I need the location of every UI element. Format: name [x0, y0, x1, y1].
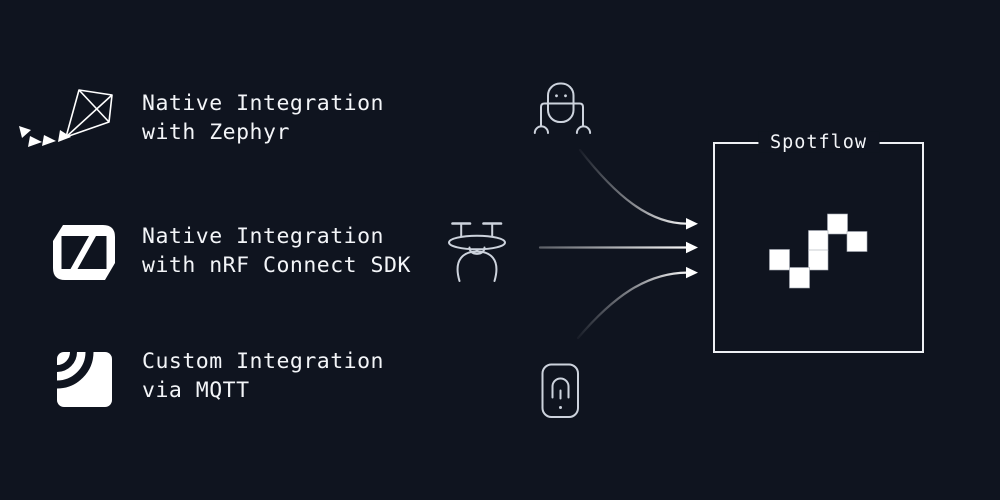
flow-arrows — [538, 148, 698, 340]
spotflow-box-title: Spotflow — [757, 131, 880, 153]
arrow-from-robot — [578, 148, 689, 225]
drone-icon — [448, 222, 506, 282]
integration-row-zephyr: Native Integration with Zephyr — [142, 89, 384, 147]
spotflow-pixel-logo — [769, 213, 868, 289]
smart-doorbell-icon — [541, 363, 579, 418]
arrowhead-middle — [686, 241, 698, 254]
integration-row-mqtt: Custom Integration via MQTT — [142, 347, 384, 405]
mqtt-icon — [57, 352, 112, 407]
zephyr-kite-icon — [19, 89, 113, 147]
row-line2: with nRF Connect SDK — [142, 253, 411, 278]
integration-row-nrf: Native Integration with nRF Connect SDK — [142, 222, 411, 280]
row-line1: Native Integration — [142, 224, 384, 249]
row-line2: with Zephyr — [142, 120, 290, 145]
row-line1: Custom Integration — [142, 349, 384, 374]
arrow-from-doorbell — [576, 271, 689, 340]
nordic-n-icon — [53, 225, 115, 280]
spotflow-box: Spotflow — [713, 131, 924, 353]
arrowhead-bottom — [686, 266, 698, 279]
arrowhead-top — [686, 218, 698, 230]
row-line1: Native Integration — [142, 91, 384, 116]
robot-icon — [533, 82, 592, 134]
row-line2: via MQTT — [142, 378, 250, 403]
